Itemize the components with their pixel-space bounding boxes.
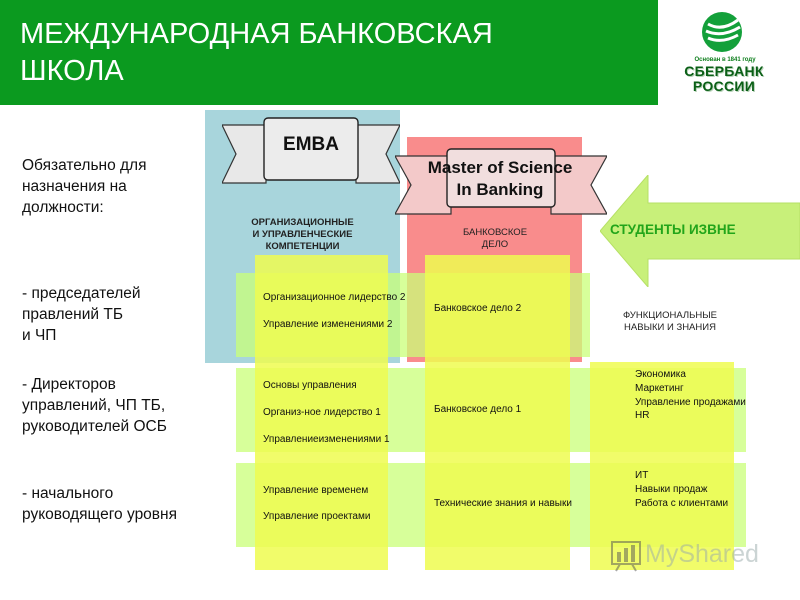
org-top-item-1: Организационное лидерство 2	[263, 292, 406, 303]
org-strip	[255, 255, 388, 570]
org-top-item-2: Управление изменениями 2	[263, 319, 393, 330]
func-mid-item-3: Управление продажами	[635, 397, 746, 408]
logo-caption: Основан в 1841 году	[694, 57, 756, 63]
org-mid-item-1: Основы управления	[263, 380, 357, 391]
watermark-text: MyShared	[645, 540, 759, 568]
logo-name: СБЕРБАНК РОССИИ	[684, 63, 764, 94]
bank-mid-item: Банковское дело 1	[434, 404, 522, 415]
emba-label: EMBA	[283, 134, 339, 155]
org-bot-item-1: Управление временем	[263, 485, 369, 496]
bank-top-item: Банковское дело 2	[434, 303, 522, 314]
bank-strip	[425, 255, 570, 570]
students-label: СТУДЕНТЫ ИЗВНЕ	[610, 222, 736, 237]
watermark-chart-icon	[611, 541, 641, 572]
func-bot-item-2: Навыки продаж	[635, 484, 708, 495]
bank-bot-item: Технические знания и навыки	[434, 498, 572, 509]
emba-ribbon-icon	[222, 117, 400, 184]
org-mid-item-3: Управлениеизменениями 1	[263, 434, 390, 445]
org-bot-item-2: Управление проектами	[263, 511, 371, 522]
org-mid-item-2: Организ-ное лидерство 1	[263, 407, 381, 418]
func-mid-item-2: Маркетинг	[635, 383, 684, 394]
func-strip	[590, 362, 734, 570]
func-mid-item-1: Экономика	[635, 369, 686, 380]
master-ribbon-icon	[395, 148, 607, 215]
students-arrow-icon	[600, 175, 800, 287]
header-bar	[0, 0, 658, 105]
sberbank-logo-icon	[702, 12, 742, 52]
page-title: МЕЖДУНАРОДНАЯ БАНКОВСКАЯ ШКОЛА	[20, 18, 493, 87]
func-bot-item-3: Работа с клиентами	[635, 498, 729, 509]
func-mid-item-4: HR	[635, 410, 650, 421]
func-bot-item-1: ИТ	[635, 470, 649, 481]
